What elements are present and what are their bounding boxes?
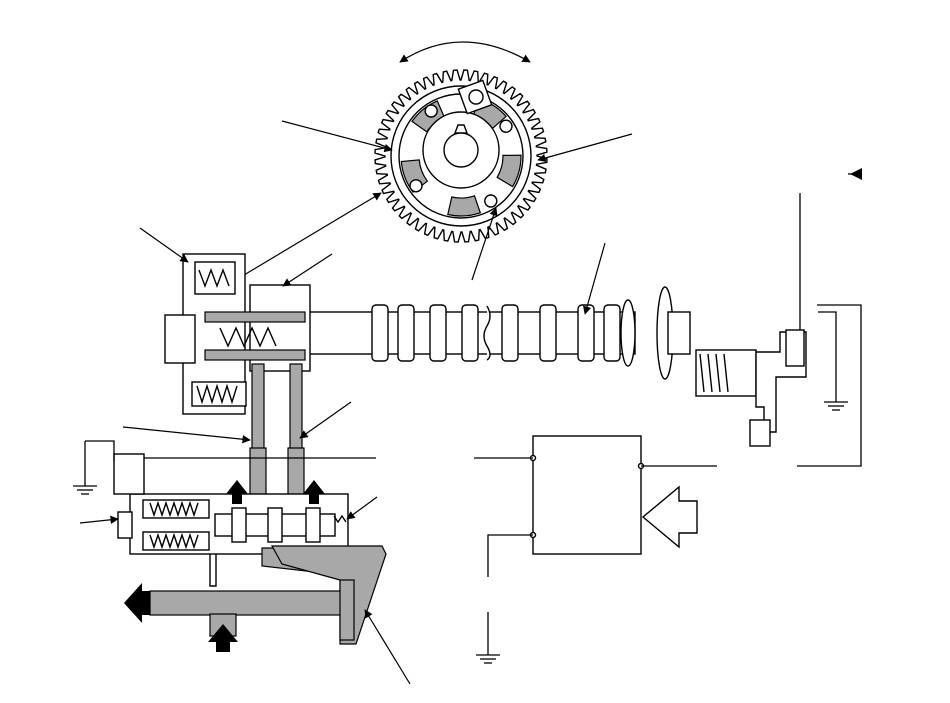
ecm-box <box>532 435 642 555</box>
vtc-chamber <box>496 154 522 188</box>
sensor-flange <box>749 419 771 447</box>
actuator-spring-upper <box>198 268 230 288</box>
ocv-winding-upper <box>149 500 199 518</box>
leader-retard-chamber <box>537 133 633 163</box>
cam-lobe <box>461 304 479 362</box>
cam-lobe <box>539 304 557 362</box>
actuator-spring-lower <box>196 383 238 405</box>
actuator-bolt-head <box>164 314 196 364</box>
wire-sensor-ground <box>818 311 837 402</box>
filter-passage <box>339 579 355 641</box>
leader-passage-a <box>122 426 251 444</box>
main-oil-gallery <box>149 590 351 616</box>
wire-ocv-ground <box>85 440 115 461</box>
sensor-terminal <box>785 329 805 367</box>
cam-lobe <box>577 304 595 362</box>
wire-ecm-ground <box>487 534 533 577</box>
leader-camshaft <box>583 242 606 315</box>
cam-sprocket <box>233 41 633 282</box>
flow-arrow-left <box>124 583 150 623</box>
spool-land-1 <box>231 507 247 543</box>
actuator-bolt-thread <box>219 326 277 348</box>
sprocket-bolt <box>499 119 513 133</box>
sprocket-bolt <box>424 104 438 118</box>
pointer-top-right <box>850 168 862 180</box>
actuator-upper-cavity <box>194 261 236 295</box>
sprocket-bolt <box>409 179 423 193</box>
oil-control-valve <box>79 453 378 587</box>
spool-return-spring <box>333 514 347 524</box>
leader-rotor <box>471 207 498 281</box>
wiring <box>84 168 862 655</box>
cam-lobes <box>371 304 621 362</box>
ground-symbols <box>73 401 848 664</box>
passage-b-upper <box>289 363 303 455</box>
cam-end <box>667 311 691 355</box>
ocv-bracket <box>209 554 217 587</box>
ground-symbol <box>476 654 500 664</box>
ocv-connector <box>113 453 145 495</box>
ocv-winding-lower <box>149 532 199 550</box>
cam-position-sensor <box>695 329 807 447</box>
lock-pin <box>468 89 484 105</box>
cam-lobe <box>429 304 447 362</box>
leader-oil-filter <box>364 609 411 685</box>
flow-arrow-up-inlet <box>208 624 238 652</box>
flow-arrow-up-b <box>303 480 325 504</box>
passage-a-upper <box>251 363 265 455</box>
spool-land-3 <box>305 507 321 543</box>
leader-actuator-body <box>282 253 333 287</box>
cam-lobe <box>397 304 415 362</box>
oil-channel-lower <box>204 349 306 361</box>
leader-ocv <box>79 515 119 524</box>
oil-supply <box>124 545 411 685</box>
ground-symbol <box>824 401 848 411</box>
wire-ecm-to-sensor-b <box>797 304 862 467</box>
cam-lobe <box>501 304 519 362</box>
camshaft <box>304 242 691 380</box>
sprocket-bolt <box>484 194 498 208</box>
sprocket-bolts <box>409 104 513 208</box>
leader-passage-b <box>299 401 352 439</box>
vtc-actuator <box>139 227 333 415</box>
shaft-break-mark <box>483 305 491 361</box>
ground-symbol <box>73 485 97 495</box>
sensor-threads <box>699 353 729 393</box>
rotation-arrow <box>399 41 531 63</box>
ecm <box>529 435 698 555</box>
leader-spool-spring <box>346 496 378 520</box>
oil-passages <box>122 363 352 509</box>
cam-lobe <box>371 304 389 362</box>
flow-arrow-up-a <box>226 480 248 504</box>
rotor-keyhole <box>443 124 479 168</box>
oil-channel-upper <box>204 311 306 323</box>
spool-land-2 <box>267 507 283 543</box>
cam-lobe <box>603 304 621 362</box>
input-signals-arrow <box>641 485 698 549</box>
leader-sprocket-to-actuator <box>233 192 382 282</box>
leader-actuator-housing <box>139 227 189 263</box>
leader-advance-chamber <box>281 120 393 153</box>
oil-pump-passage <box>270 545 387 645</box>
ocv-end-cap <box>117 511 133 539</box>
cam-journal-flange <box>620 299 636 367</box>
vtc-chamber <box>447 195 482 217</box>
